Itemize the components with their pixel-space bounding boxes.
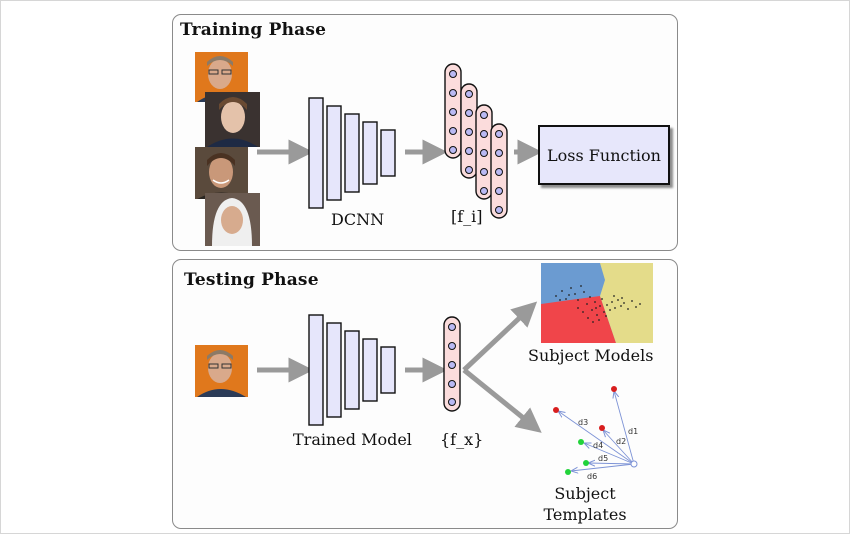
face-image-2 bbox=[205, 92, 260, 147]
trained-layer-3 bbox=[344, 330, 360, 410]
region-red bbox=[541, 296, 616, 343]
dcnn-layer-4 bbox=[362, 121, 378, 185]
branch-arrows bbox=[462, 301, 542, 433]
template-point-green-1 bbox=[578, 439, 584, 445]
loss-function-label: Loss Function bbox=[547, 145, 661, 165]
face-image-3 bbox=[195, 147, 248, 199]
distance-line-d5 bbox=[588, 463, 635, 464]
subject-models-plot bbox=[541, 263, 653, 343]
distance-label-d6: d6 bbox=[587, 472, 597, 481]
feature-vector-2 bbox=[460, 83, 478, 179]
distance-line-d6 bbox=[571, 463, 635, 471]
trained-layer-4 bbox=[362, 338, 378, 402]
feature-vector-4 bbox=[490, 123, 508, 219]
training-face-images bbox=[195, 52, 260, 246]
feature-vector-3 bbox=[475, 104, 493, 200]
distance-label-d4: d4 bbox=[593, 441, 603, 450]
template-point-green-2 bbox=[583, 460, 589, 466]
region-yellow bbox=[600, 263, 653, 343]
dcnn-layer-1 bbox=[308, 97, 324, 209]
distance-label-d5: d5 bbox=[598, 454, 608, 463]
trained-layer-2 bbox=[326, 322, 342, 418]
distance-label-d3: d3 bbox=[578, 418, 588, 427]
training-feature-vectors bbox=[444, 63, 508, 219]
trained-model-label: Trained Model bbox=[293, 430, 412, 449]
template-point-red-2 bbox=[599, 425, 605, 431]
dcnn-layers bbox=[308, 97, 396, 209]
trained-layer-1 bbox=[308, 314, 324, 426]
template-points bbox=[553, 386, 617, 475]
arrow-to-subject-templates bbox=[462, 368, 542, 433]
dcnn-layer-2 bbox=[326, 105, 342, 201]
testing-phase-title: Testing Phase bbox=[184, 270, 319, 290]
template-point-red-1 bbox=[611, 386, 617, 392]
testing-face-image bbox=[195, 345, 248, 397]
feature-vector-1 bbox=[444, 63, 462, 159]
subject-templates-graph: d1 d2 d3 d4 d5 d6 bbox=[553, 386, 638, 481]
trained-model-layers bbox=[308, 314, 396, 426]
subject-templates-label: Subject Templates bbox=[543, 484, 627, 524]
training-phase-title: Training Phase bbox=[180, 20, 327, 40]
testing-feature-label: {f_x} bbox=[440, 430, 484, 449]
dcnn-layer-3 bbox=[344, 113, 360, 193]
template-point-green-3 bbox=[565, 469, 571, 475]
distance-label-d1: d1 bbox=[628, 427, 638, 436]
testing-feature-vector bbox=[443, 316, 461, 412]
query-point bbox=[630, 460, 638, 468]
distance-line-d4 bbox=[584, 443, 635, 465]
dcnn-layer-5 bbox=[380, 129, 396, 177]
distance-line-d3 bbox=[558, 411, 635, 465]
face-image-4 bbox=[205, 193, 260, 246]
template-point-red-3 bbox=[553, 407, 559, 413]
distance-label-d2: d2 bbox=[616, 437, 626, 446]
scatter-points bbox=[555, 285, 641, 323]
distance-line-d1 bbox=[614, 391, 635, 465]
trained-layer-5 bbox=[380, 346, 396, 394]
loss-function-box: Loss Function bbox=[538, 125, 670, 185]
dcnn-label: DCNN bbox=[331, 210, 385, 229]
subject-models-label: Subject Models bbox=[528, 346, 654, 365]
training-feature-label: [f_i] bbox=[451, 207, 483, 226]
distance-line-d2 bbox=[603, 430, 635, 465]
arrow-to-subject-models bbox=[462, 301, 538, 372]
